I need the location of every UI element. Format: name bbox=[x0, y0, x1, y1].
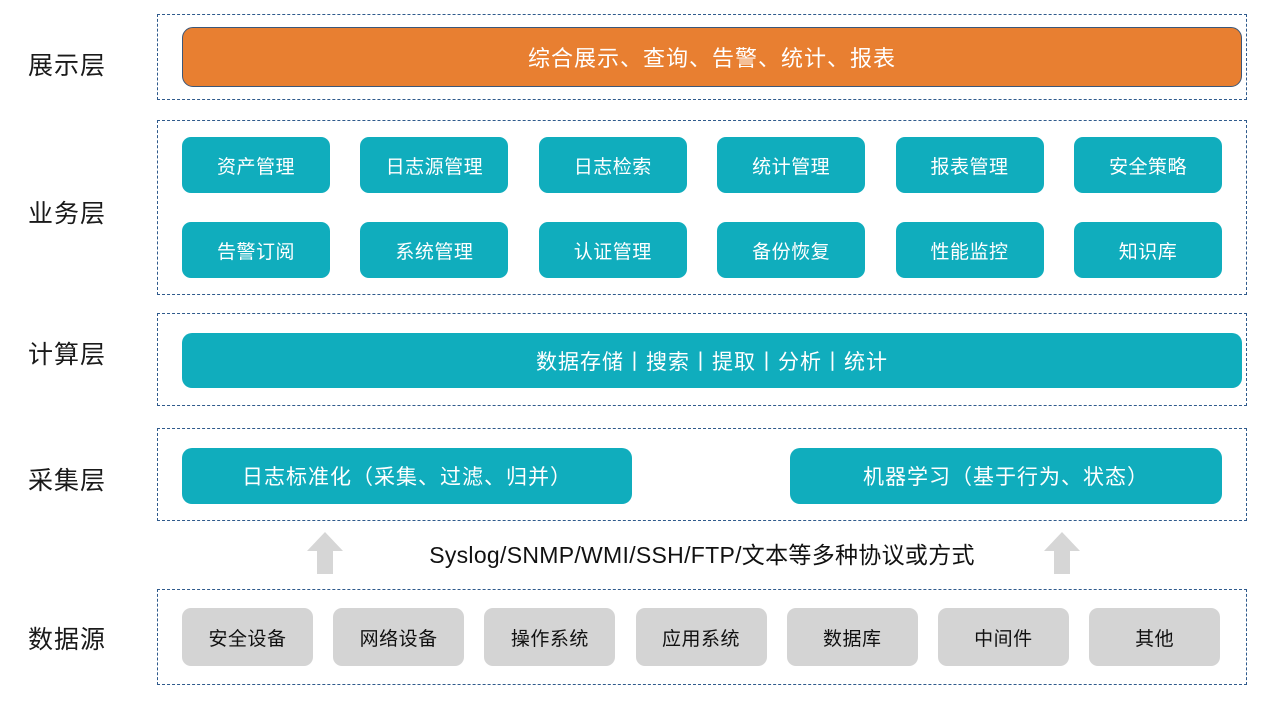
protocol-label: Syslog/SNMP/WMI/SSH/FTP/文本等多种协议或方式 bbox=[429, 542, 975, 568]
datasource-layer-container bbox=[157, 589, 1247, 685]
business-box-auth-management[interactable]: 认证管理 bbox=[538, 222, 687, 278]
acquisition-layer-container bbox=[157, 428, 1247, 521]
business-box-alarm-subscription[interactable]: 告警订阅 bbox=[182, 222, 330, 278]
business-box-statistics-management[interactable]: 统计管理 bbox=[717, 137, 866, 193]
compute-layer-container bbox=[157, 313, 1247, 406]
datasource-box-database[interactable]: 数据库 bbox=[786, 608, 918, 666]
layer-label-compute: 计算层 bbox=[28, 341, 107, 369]
layer-label-datasource: 数据源 bbox=[28, 626, 107, 654]
datasource-box-other[interactable]: 其他 bbox=[1089, 608, 1221, 666]
acquisition-box-machine-learning[interactable]: 机器学习（基于行为、状态） bbox=[790, 448, 1222, 504]
business-box-log-source-management[interactable]: 日志源管理 bbox=[360, 137, 509, 193]
arrow-up-icon bbox=[1042, 530, 1082, 576]
datasource-box-security-device[interactable]: 安全设备 bbox=[182, 608, 313, 666]
business-box-knowledge-base[interactable]: 知识库 bbox=[1073, 222, 1222, 278]
business-module-grid: 资产管理 日志源管理 日志检索 统计管理 报表管理 安全策略 告警订阅 系统管理… bbox=[182, 137, 1222, 278]
layer-label-business: 业务层 bbox=[28, 200, 107, 228]
business-box-security-policy[interactable]: 安全策略 bbox=[1073, 137, 1222, 193]
business-box-asset-management[interactable]: 资产管理 bbox=[182, 137, 330, 193]
compute-box-storage-search-extract-analyze-stat[interactable]: 数据存储丨搜索丨提取丨分析丨统计 bbox=[182, 333, 1242, 388]
business-box-backup-restore[interactable]: 备份恢复 bbox=[717, 222, 866, 278]
business-box-report-management[interactable]: 报表管理 bbox=[895, 137, 1044, 193]
arrow-up-icon bbox=[305, 530, 345, 576]
presentation-layer-container bbox=[157, 14, 1247, 100]
layer-label-presentation: 展示层 bbox=[28, 52, 107, 80]
business-box-performance-monitor[interactable]: 性能监控 bbox=[895, 222, 1044, 278]
datasource-box-network-device[interactable]: 网络设备 bbox=[333, 608, 465, 666]
datasource-box-row: 安全设备 网络设备 操作系统 应用系统 数据库 中间件 其他 bbox=[182, 608, 1222, 666]
acquisition-box-log-normalization[interactable]: 日志标准化（采集、过滤、归并） bbox=[182, 448, 632, 504]
business-box-system-management[interactable]: 系统管理 bbox=[360, 222, 509, 278]
presentation-box-overview[interactable]: 综合展示、查询、告警、统计、报表 bbox=[182, 27, 1242, 87]
business-box-log-search[interactable]: 日志检索 bbox=[538, 137, 687, 193]
protocol-connector-band: Syslog/SNMP/WMI/SSH/FTP/文本等多种协议或方式 bbox=[157, 522, 1247, 584]
layer-label-acquisition: 采集层 bbox=[28, 467, 107, 495]
business-layer-container bbox=[157, 120, 1247, 295]
datasource-box-operating-system[interactable]: 操作系统 bbox=[484, 608, 616, 666]
datasource-box-middleware[interactable]: 中间件 bbox=[937, 608, 1069, 666]
datasource-box-application-system[interactable]: 应用系统 bbox=[635, 608, 767, 666]
